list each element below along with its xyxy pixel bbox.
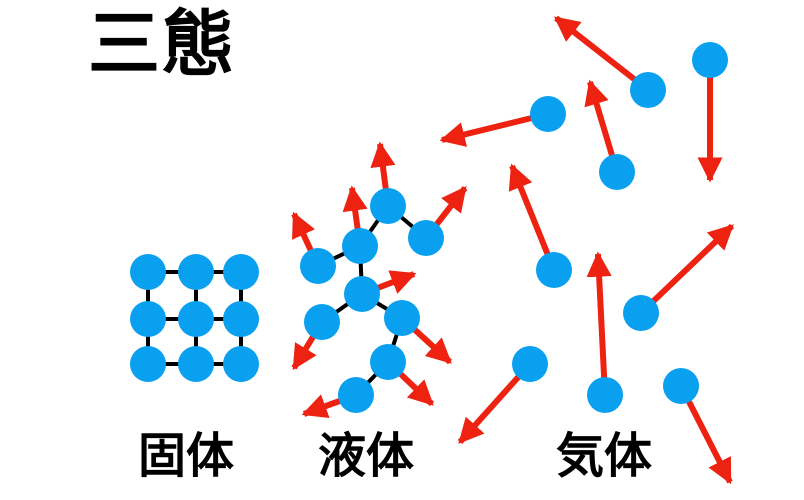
solid-particle [178,346,214,382]
liquid-particle [370,344,406,380]
gas-motion-arrow [586,251,612,396]
solid-particle [223,301,259,337]
solid-particle [130,346,166,382]
solid-particle [178,254,214,290]
liquid-particle [370,188,406,224]
solid-particle [130,301,166,337]
liquid-particle [342,228,378,264]
gas-particle [630,72,666,108]
gas-particle [587,377,623,413]
gas-particle [530,96,566,132]
gas-particle [512,346,548,382]
gas-motion-arrow [508,163,557,272]
liquid-label: 液体 [318,428,415,484]
gas-motion-arrow [638,223,735,316]
solid-particle [223,254,259,290]
gas-motion-arrow [439,111,549,147]
gas-particle [599,154,635,190]
liquid-particle [408,220,444,256]
liquid-particle [304,304,340,340]
liquid-particle [338,377,374,413]
gas-particle [623,295,659,331]
solid-particle [223,346,259,382]
liquid-particle [344,276,380,312]
liquid-particle [384,300,420,336]
page-title: 三態 [88,2,237,86]
solid-particle [130,254,166,290]
gas-particle [536,252,572,288]
solid-label: 固体 [138,428,235,484]
particles [130,42,728,413]
gas-particle [663,368,699,404]
gas-particle [692,42,728,78]
liquid-particle [300,248,336,284]
solid-particle [178,301,214,337]
gas-motion-arrow [554,15,650,93]
gas-label: 気体 [556,428,653,484]
